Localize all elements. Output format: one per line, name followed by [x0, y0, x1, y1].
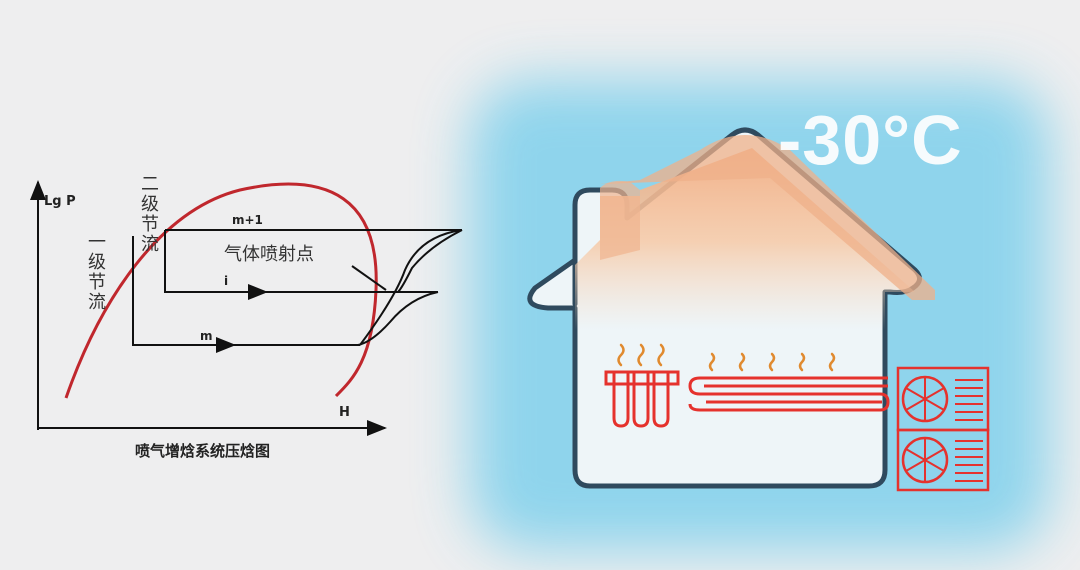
svg-text:节: 节 [141, 214, 159, 235]
injection-point-label: 气体喷射点 [224, 244, 314, 265]
svg-text:流: 流 [88, 292, 106, 313]
label-m-plus-1: m+1 [232, 213, 263, 227]
svg-text:级: 级 [88, 252, 106, 273]
svg-text:一: 一 [88, 232, 106, 253]
chimney-warm [600, 180, 640, 260]
saturation-dome [64, 182, 378, 399]
diagram-caption: 喷气增焓系统压焓图 [135, 442, 270, 460]
radiator-steam [617, 343, 665, 367]
outdoor-temperature: -30°C [778, 101, 963, 179]
svg-text:节: 节 [88, 272, 106, 293]
floor-heating-coil [688, 376, 890, 412]
roof-warm-overlay [600, 135, 935, 300]
radiator [604, 370, 680, 428]
y-axis-label: Lg P [44, 194, 76, 209]
second-stage-throttle-label: 二 级 节 流 [141, 174, 159, 255]
label-i: i [224, 274, 228, 288]
svg-text:二: 二 [141, 174, 159, 195]
x-axis-label: H [339, 405, 350, 420]
svg-text:流: 流 [141, 234, 159, 255]
first-stage-throttle-label: 一 级 节 流 [88, 232, 106, 313]
house-scene [470, 80, 1050, 550]
cycle-lines [132, 229, 463, 346]
label-m: m [200, 329, 213, 343]
ph-diagram: Lg P H m+1 i m 气体喷射点 二 级 节 流 一 级 节 流 喷气增… [30, 174, 463, 460]
svg-text:级: 级 [141, 194, 159, 215]
heat-pump-unit [896, 366, 990, 492]
floor-steam [708, 352, 836, 372]
